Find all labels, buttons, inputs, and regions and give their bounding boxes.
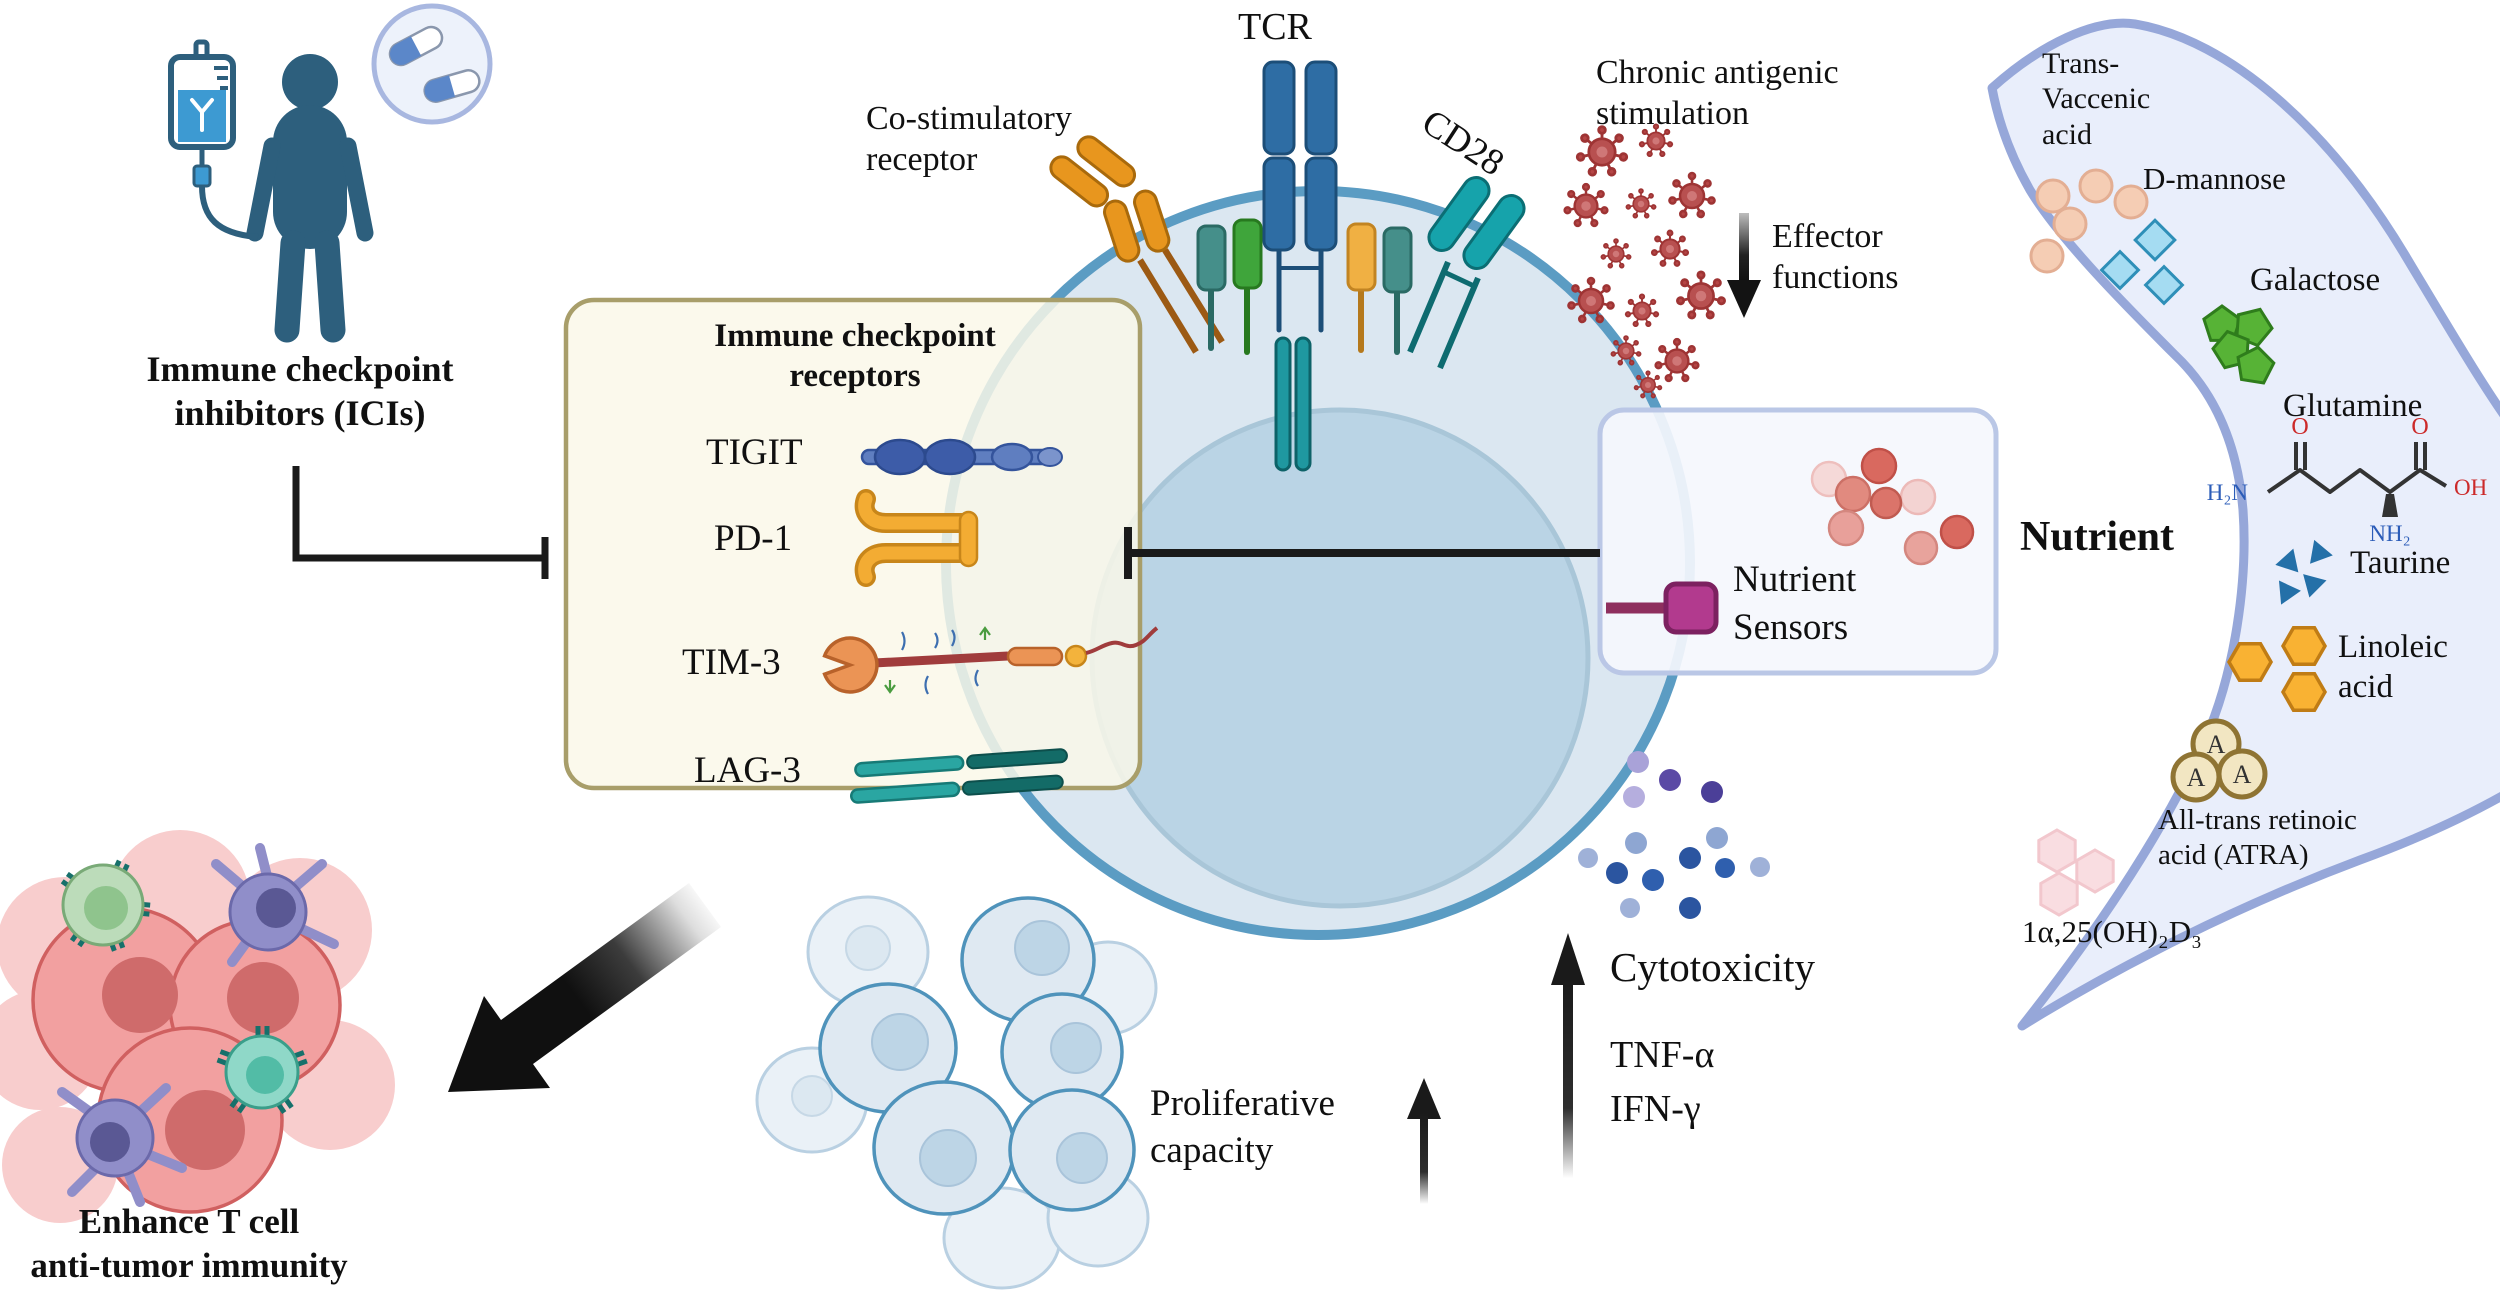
tcr-complex-icon	[1196, 60, 1413, 472]
nutrient-crescent: H₂N O O OH NH₂ A A A	[1987, 18, 2500, 1031]
glutamine-nh2-label: NH₂	[2369, 521, 2410, 546]
atra-icon: A A A	[2170, 718, 2268, 803]
nutrient-vitamin-d-label: 1α,25(OH)₂D₃	[2022, 914, 2202, 949]
tigit-icon	[860, 438, 1063, 476]
nutrient-glutamine-label: Glutamine	[2283, 388, 2423, 424]
cytotoxicity-label: Cytotoxicity	[1610, 944, 1815, 990]
receptor-label-pd1: PD-1	[714, 518, 793, 559]
glutamine-structure-icon: H₂N O O OH NH₂	[2207, 414, 2487, 546]
nutrient-galactose-label: Galactose	[2250, 262, 2381, 298]
t-cell-green-icon	[60, 859, 151, 952]
nutrient-trans-vaccenic-label: Trans- Vaccenic acid	[2042, 47, 2151, 151]
tcr-label: TCR	[1238, 6, 1312, 48]
tumor-cluster-icon	[0, 830, 395, 1223]
sensor-inhibition-line	[1124, 527, 1600, 579]
ici-label: Immune checkpoint inhibitors (ICIs)	[146, 349, 454, 433]
glutamine-h2n-label: H₂N	[2207, 480, 2249, 505]
receptor-label-lag3: LAG-3	[694, 750, 801, 791]
ici-inhibition-line	[292, 466, 549, 579]
co-stimulatory-label: Co-stimulatory receptor	[866, 100, 1072, 179]
enhance-arrow	[448, 883, 721, 1092]
co-stimulatory-receptor-icon	[1049, 135, 1225, 354]
receptor-label-tim3: TIM-3	[682, 642, 781, 683]
pd1-icon	[854, 489, 979, 587]
chronic-stimulation-label: Chronic antigenic stimulation	[1596, 54, 1839, 133]
d-mannose-icon	[2099, 218, 2185, 306]
t-cell-teal-icon	[216, 1026, 308, 1114]
checkpoint-box	[563, 297, 1143, 791]
proliferative-up-arrow	[1407, 1078, 1441, 1204]
pills-icon	[371, 3, 493, 125]
glutamine-o1-label: O	[2291, 414, 2308, 440]
tim3-icon	[822, 626, 1159, 695]
receptor-label-tigit: TIGIT	[706, 432, 803, 473]
cd28-receptor-icon	[1407, 176, 1526, 370]
ifn-label: IFN-γ	[1610, 1088, 1701, 1130]
nutrient-heading: Nutrient	[2020, 514, 2174, 560]
patient-icon	[246, 54, 374, 343]
t-cell-nucleus	[1089, 407, 1591, 909]
iv-bag-icon	[168, 39, 259, 240]
checkpoint-box-title: Immune checkpoint receptors	[714, 318, 996, 395]
vitamin-d-icon	[2037, 828, 2115, 917]
glutamine-oh-label: OH	[2454, 475, 2487, 500]
atra-letter: A	[2207, 730, 2226, 759]
nutrient-d-mannose-label: D-mannose	[2143, 161, 2286, 196]
nutrient-atra-label: All-trans retinoic acid (ATRA)	[2158, 804, 2357, 871]
nutrient-taurine-label: Taurine	[2350, 545, 2451, 581]
nutrient-sensor-icon	[1606, 581, 1719, 635]
effector-functions-label: Effector functions	[1772, 218, 1899, 297]
effector-down-arrow	[1727, 213, 1761, 318]
proliferating-cells-icon	[755, 895, 1158, 1290]
trans-vaccenic-acid-icon	[2029, 168, 2149, 274]
glutamine-o2-label: O	[2411, 414, 2428, 440]
nutrient-sensors-label: Nutrient Sensors	[1733, 559, 1857, 649]
enhance-immunity-label: Enhance T cell anti-tumor immunity	[30, 1202, 348, 1285]
nutrient-dots-icon	[1810, 447, 1975, 566]
cytotoxicity-up-arrow	[1551, 933, 1585, 1178]
nutrient-linoleic-label: Linoleic acid	[2338, 629, 2448, 705]
atra-letter: A	[2187, 763, 2206, 792]
tnf-label: TNF-α	[1610, 1034, 1715, 1076]
dendritic-cell-icon	[57, 843, 339, 1207]
atra-letter: A	[2233, 760, 2252, 789]
proliferative-capacity-label: Proliferative capacity	[1150, 1083, 1335, 1172]
granule-dots-icon	[1578, 751, 1770, 919]
lag3-icon	[849, 748, 1068, 804]
